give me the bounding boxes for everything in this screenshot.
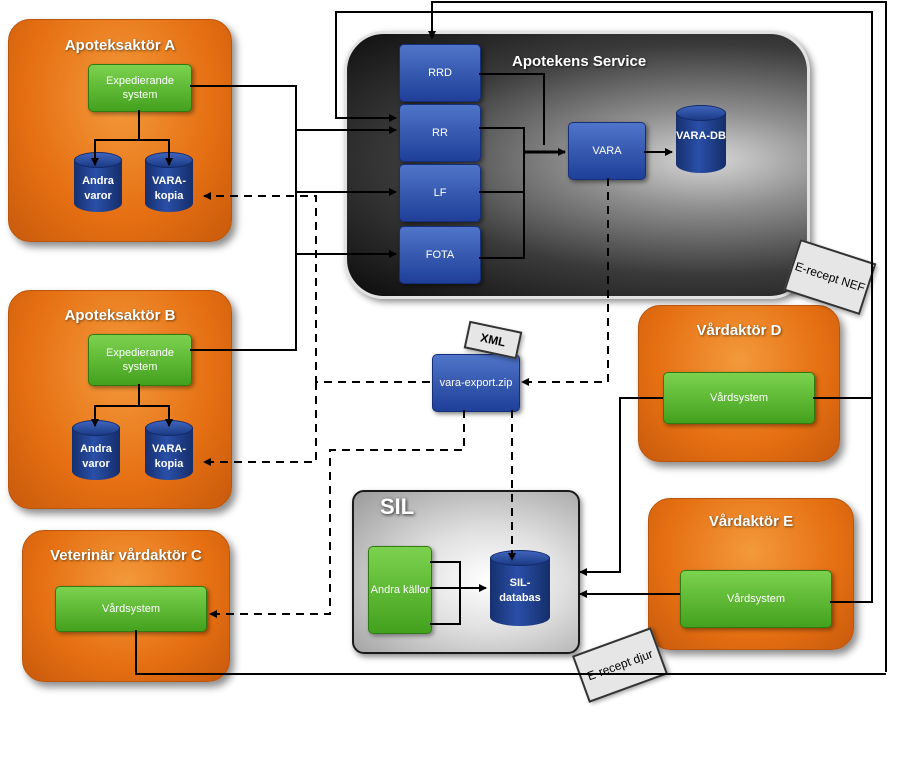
- vardaktor-e-title: Vårdaktör E: [708, 513, 794, 530]
- apoteksaktor-b-vara-kopia-db[interactable]: VARA-kopia: [145, 420, 193, 480]
- apoteksaktor-b-panel: Apoteksaktör B: [8, 290, 232, 509]
- top-loop-to-rr: [335, 11, 873, 395]
- sil-andra-kallor[interactable]: Andra källor: [368, 546, 432, 634]
- apoteksaktor-b-expedierande-system[interactable]: Expedierande system: [88, 334, 192, 386]
- service-fota-box[interactable]: FOTA: [399, 226, 481, 284]
- apotekens-service-title: Apotekens Service: [512, 53, 647, 70]
- service-rrd-box[interactable]: RRD: [399, 44, 481, 102]
- apoteksaktor-b-andra-varor-label: Andra varor: [80, 443, 112, 470]
- vet-c-to-loop: [135, 630, 886, 675]
- sil-databas-cylinder[interactable]: SIL-databas: [490, 550, 550, 626]
- apoteksaktor-a-title: Apoteksaktör A: [64, 37, 176, 54]
- apoteksaktor-a-vara-kopia-db[interactable]: VARA-kopia: [145, 152, 193, 212]
- vardaktor-d-title: Vårdaktör D: [696, 322, 782, 339]
- sil-sources-bottom: [430, 588, 461, 625]
- vara-export-zip-box[interactable]: vara-export.zip: [432, 354, 520, 412]
- apoteksaktor-a-expedierande-system[interactable]: Expedierande system: [88, 64, 192, 112]
- apoteksaktor-b-title: Apoteksaktör B: [64, 307, 176, 324]
- veterinar-vardaktor-c-title: Veterinär vårdaktör C: [50, 547, 202, 564]
- apotek-b-branch-line-2: [139, 405, 173, 427]
- apotek-a-to-service-line: [190, 85, 297, 351]
- sil-title: SIL: [380, 494, 415, 519]
- service-rr-box[interactable]: RR: [399, 104, 481, 162]
- vara-db-label: VARA-DB: [676, 130, 726, 142]
- apoteksaktor-a-andra-varor-label: Andra varor: [82, 175, 114, 202]
- vara-db-cylinder[interactable]: VARA-DB: [676, 105, 726, 173]
- export-to-vet-c-dashed: [209, 410, 465, 618]
- rrd-to-vara: [479, 73, 545, 145]
- apotek-a-branch-line: [91, 110, 140, 166]
- export-to-apotek-a-dashed: [203, 192, 430, 383]
- service-lf-box[interactable]: LF: [399, 164, 481, 222]
- vara-to-export-dashed: [521, 178, 609, 386]
- vardaktor-e-vardsystem[interactable]: Vårdsystem: [680, 570, 832, 628]
- sil-databas-label: SIL-databas: [499, 577, 541, 604]
- veterinar-vardaktor-c-vardsystem[interactable]: Vårdsystem: [55, 586, 207, 632]
- export-to-apotek-b-dashed: [203, 382, 317, 466]
- top-loop-to-rrd: [428, 1, 887, 672]
- apotek-b-branch-line: [91, 384, 140, 427]
- apoteksaktor-b-andra-varor-db[interactable]: Andra varor: [72, 420, 120, 480]
- vard-e-to-bus: [830, 395, 873, 603]
- sil-sources-top: [430, 561, 461, 588]
- apotek-a-branch-line-2: [139, 139, 173, 166]
- apoteksaktor-a-vara-kopia-label: VARA-kopia: [151, 175, 186, 202]
- vard-d-to-sil: [579, 397, 663, 576]
- vardaktor-d-vardsystem[interactable]: Vårdsystem: [663, 372, 815, 424]
- apoteksaktor-b-vara-kopia-label: VARA-kopia: [151, 443, 186, 470]
